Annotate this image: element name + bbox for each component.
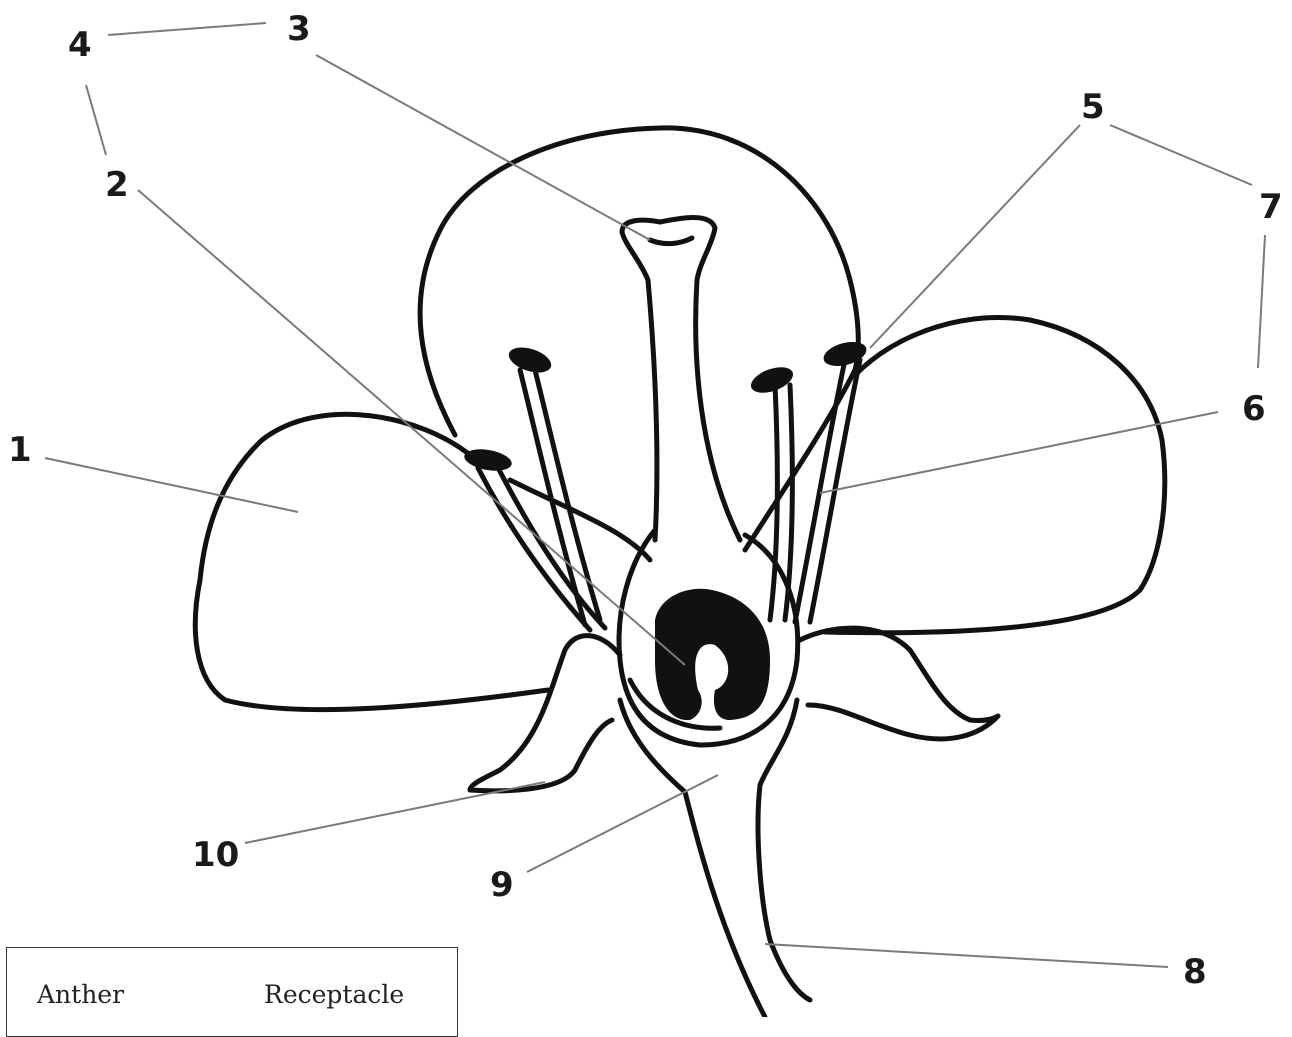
stigma-curve (650, 238, 692, 244)
petal-right (825, 317, 1165, 632)
sepal-left (470, 636, 620, 791)
anther (506, 343, 555, 378)
label-8: 8 (1183, 952, 1207, 992)
label-3: 3 (287, 9, 311, 49)
style (622, 218, 740, 541)
label-2: 2 (105, 165, 129, 205)
label-7: 7 (1259, 187, 1283, 227)
label-10: 10 (192, 835, 239, 875)
anther (463, 446, 514, 474)
filament-right-b (785, 385, 792, 620)
label-1: 1 (8, 430, 32, 470)
word-bank: Anther Receptacle (6, 947, 458, 1037)
label-4: 4 (68, 25, 92, 65)
receptacle-left (620, 700, 765, 1017)
label-6: 6 (1242, 389, 1266, 429)
word-bank-item: Anther (37, 980, 124, 1009)
sepal-right (800, 628, 998, 739)
receptacle-right (758, 700, 810, 1000)
word-bank-item: Receptacle (264, 980, 404, 1009)
label-9: 9 (490, 865, 514, 905)
label-5: 5 (1081, 87, 1105, 127)
